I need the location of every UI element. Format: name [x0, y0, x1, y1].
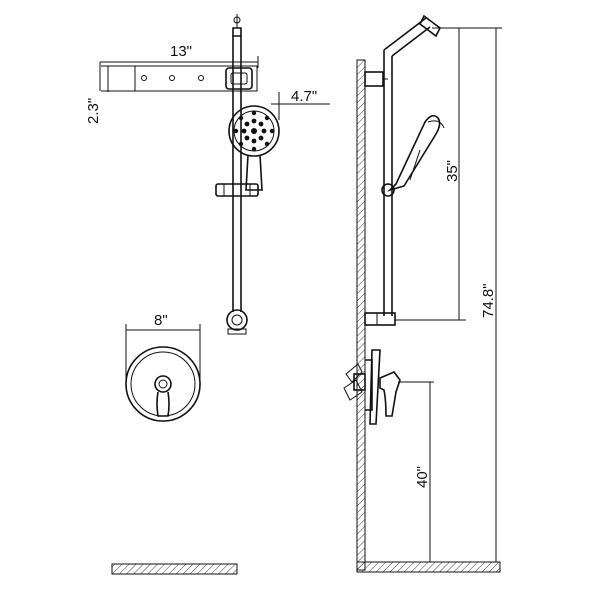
head-diameter-label: 4.7" [291, 88, 317, 105]
trim-diameter-label: 8" [154, 312, 168, 329]
total-height-label: 74.8" [480, 283, 497, 318]
front-floor [111, 563, 238, 575]
side-valve [343, 349, 401, 425]
side-view: 35" 74.8" 40" [343, 14, 502, 573]
head-diameter-dimension: 4.7" [271, 88, 330, 120]
side-wall [356, 59, 366, 571]
valve-height-dimension: 40" [398, 381, 434, 562]
shower-arm [383, 14, 442, 88]
slide-bar [226, 14, 248, 335]
bar-width-dimension: 13" [99, 43, 259, 91]
valve-height-label: 40" [414, 466, 431, 488]
total-height-dimension: 74.8" [440, 27, 502, 562]
hand-shower [228, 105, 280, 191]
valve-trim [125, 346, 201, 422]
bar-height-label: 2.3" [85, 98, 102, 124]
side-slide-bar [364, 88, 396, 326]
side-floor [356, 561, 501, 573]
slide-length-label: 35" [444, 160, 461, 182]
front-view: 13" 2.3" [85, 14, 330, 575]
bar-width-label: 13" [170, 43, 192, 60]
wall-bracket [134, 65, 258, 92]
slide-length-dimension: 35" [395, 27, 466, 321]
bar-height-dimension: 2.3" [85, 65, 135, 124]
side-hand-shower [381, 114, 445, 197]
trim-diameter-dimension: 8" [125, 312, 201, 384]
